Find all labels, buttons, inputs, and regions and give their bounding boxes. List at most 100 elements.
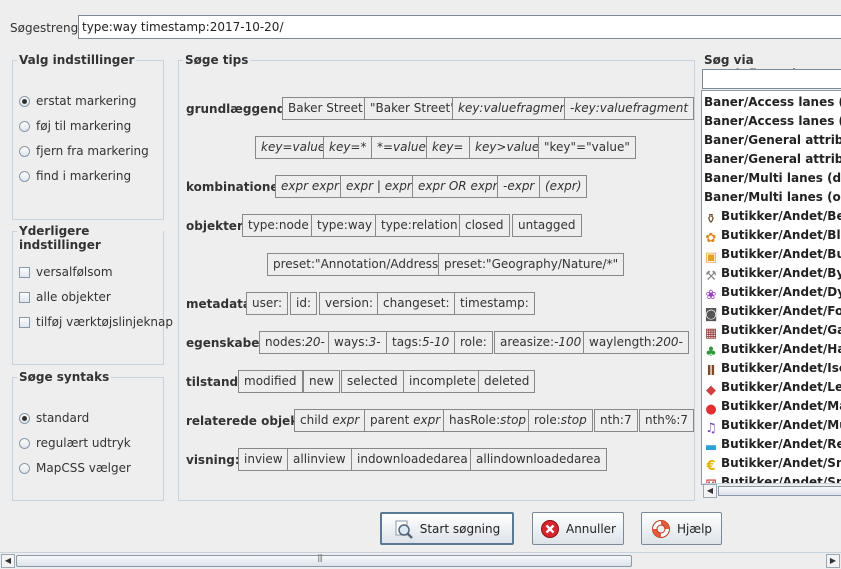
checkbox[interactable]	[19, 292, 30, 303]
tip-chip[interactable]: preset:"Geography/Nature/*"	[438, 253, 625, 276]
tip-chip[interactable]: role:stop	[528, 409, 593, 432]
tip-chip[interactable]: new	[303, 370, 340, 393]
tip-chip[interactable]: deleted	[478, 370, 536, 393]
search-input[interactable]	[78, 15, 841, 39]
radio-regex[interactable]: regulært udtryk	[19, 436, 131, 450]
help-button[interactable]: Hjælp	[641, 512, 722, 545]
tip-chip[interactable]: *=value	[371, 136, 432, 159]
radio-button[interactable]	[19, 463, 30, 474]
tip-chip[interactable]: incomplete	[403, 370, 482, 393]
tip-chip[interactable]: key:valuefragment	[452, 97, 578, 120]
tip-chip[interactable]: parent expr	[364, 409, 447, 432]
tip-chip[interactable]: indownloadedarea	[351, 448, 474, 471]
tip-chip[interactable]: "Baker Street"	[364, 97, 462, 120]
tip-chip[interactable]: nth:7	[594, 409, 638, 432]
preset-list-item[interactable]: ◙Butikker/Andet/Foto	[704, 304, 841, 322]
radio-button[interactable]	[19, 121, 30, 132]
radio-mapcss[interactable]: MapCSS vælger	[19, 461, 131, 475]
checkbox-add-toolbar-button[interactable]: tilføj værktøjslinjeknap	[19, 315, 173, 329]
tip-chip[interactable]: preset:"Annotation/Address"	[267, 253, 450, 276]
radio-button[interactable]	[19, 438, 30, 449]
preset-list-item[interactable]: ⚄Butikker/Andet/Spilleb	[704, 473, 841, 484]
tip-chip[interactable]: waylength:200-	[583, 331, 689, 354]
tip-chip[interactable]: expr OR expr	[412, 175, 504, 198]
tip-chip[interactable]: areasize:-100	[494, 331, 588, 354]
preset-list-item[interactable]: ⚒Butikker/Andet/Bygge	[705, 266, 841, 284]
tip-chip[interactable]: ways:3-	[328, 331, 387, 354]
radio-remove-from-selection[interactable]: fjern fra markering	[19, 144, 149, 158]
preset-filter-input[interactable]	[702, 69, 841, 89]
radio-replace-selection[interactable]: erstat markering	[19, 94, 137, 108]
scroll-right-icon[interactable]: ▶	[826, 554, 840, 568]
window-hscrollbar[interactable]: ◀ ▶	[0, 552, 841, 569]
tip-chip[interactable]: child expr	[294, 409, 366, 432]
tip-chip[interactable]: type:node	[242, 214, 315, 237]
preset-list-item[interactable]: ♣Butikker/Andet/Havece	[705, 342, 841, 360]
tip-chip[interactable]: -expr	[497, 175, 541, 198]
preset-list-item[interactable]: ●Butikker/Andet/Maling	[705, 399, 841, 417]
radio-button[interactable]	[19, 96, 30, 107]
preset-list-item[interactable]: ✿Butikker/Andet/Blomst	[705, 228, 841, 246]
tip-chip[interactable]: selected	[341, 370, 404, 393]
checkbox[interactable]	[19, 267, 30, 278]
radio-find-in-selection[interactable]: find i markering	[19, 169, 131, 183]
tip-chip[interactable]: hasRole:stop	[443, 409, 533, 432]
radio-standard[interactable]: standard	[19, 411, 89, 425]
preset-list-item[interactable]: Baner/General attributes (	[704, 133, 841, 147]
preset-list-item[interactable]: ♫Butikker/Andet/Musik	[705, 418, 841, 436]
tip-chip[interactable]: role:	[454, 331, 493, 354]
tip-chip[interactable]: allindownloadedarea	[470, 448, 607, 471]
preset-list-item[interactable]: ▦Butikker/Andet/Gave/S	[704, 323, 841, 341]
tip-chip[interactable]: tags:5-10	[386, 331, 456, 354]
preset-list-hscrollbar[interactable]: ◀	[703, 483, 841, 498]
preset-list-item[interactable]: Baner/Access lanes (dualw	[704, 95, 841, 109]
checkbox-case-sensitive[interactable]: versalfølsom	[19, 265, 113, 279]
tip-chip[interactable]: expr | expr	[340, 175, 418, 198]
tip-chip[interactable]: inview	[238, 448, 289, 471]
preset-list-item[interactable]: ⚱Butikker/Andet/Bedema	[705, 209, 841, 227]
start-search-button[interactable]: Start søgning	[380, 512, 514, 545]
tip-chip[interactable]: closed	[459, 214, 510, 237]
tip-chip[interactable]: nodes:20-	[259, 331, 331, 354]
checkbox-all-objects[interactable]: alle objekter	[19, 290, 111, 304]
radio-add-to-selection[interactable]: føj til markering	[19, 119, 131, 133]
scroll-left-icon[interactable]: ◀	[1, 554, 15, 568]
tip-chip[interactable]: timestamp:	[454, 292, 535, 315]
tip-chip[interactable]: -key:valuefragment	[564, 97, 695, 120]
preset-list[interactable]: Baner/Access lanes (dualwBaner/Access la…	[701, 90, 841, 485]
tip-chip[interactable]: "key"="value"	[538, 136, 636, 159]
tip-chip[interactable]: key=*	[323, 136, 373, 159]
tip-chip[interactable]: nth%:7	[639, 409, 694, 432]
tip-chip[interactable]: key=value	[255, 136, 332, 159]
tip-chip[interactable]: changeset:	[377, 292, 456, 315]
tip-chip[interactable]: Baker Street	[282, 97, 369, 120]
tip-chip[interactable]: key=	[426, 136, 470, 159]
preset-list-item[interactable]: ▣Butikker/Andet/Butiksc	[704, 247, 841, 265]
tip-chip[interactable]: version:	[319, 292, 379, 315]
tip-chip[interactable]: user:	[246, 292, 289, 315]
tip-chip[interactable]: id:	[290, 292, 317, 315]
tip-chip[interactable]: key>value	[469, 136, 546, 159]
tip-chip[interactable]: type:way	[311, 214, 379, 237]
radio-button[interactable]	[19, 413, 30, 424]
checkbox[interactable]	[19, 317, 30, 328]
preset-list-item[interactable]: ▬Butikker/Andet/Rejseb	[704, 437, 841, 455]
cancel-button[interactable]: Annuller	[532, 512, 624, 545]
preset-list-item[interactable]: ❀Butikker/Andet/Dyreha	[705, 285, 841, 303]
tip-chip[interactable]: expr expr	[275, 175, 345, 198]
tip-chip[interactable]: type:relation	[375, 214, 464, 237]
window-scroll-thumb[interactable]	[16, 553, 632, 567]
preset-scroll-thumb[interactable]	[718, 486, 841, 496]
preset-list-item[interactable]: Baner/General attributes (	[704, 152, 841, 166]
tip-chip[interactable]: untagged	[512, 214, 582, 237]
tip-chip[interactable]: modified	[238, 370, 303, 393]
preset-list-item[interactable]: Baner/Access lanes (onew	[704, 114, 841, 128]
radio-button[interactable]	[19, 171, 30, 182]
preset-list-item[interactable]: ◆Butikker/Andet/Legete	[706, 380, 841, 398]
tip-chip[interactable]: (expr)	[539, 175, 588, 198]
preset-list-item[interactable]: Baner/Multi lanes (oneway	[704, 190, 841, 204]
preset-list-item[interactable]: Baner/Multi lanes (dualwa	[704, 171, 841, 185]
radio-button[interactable]	[19, 146, 30, 157]
tip-chip[interactable]: allinview	[287, 448, 352, 471]
